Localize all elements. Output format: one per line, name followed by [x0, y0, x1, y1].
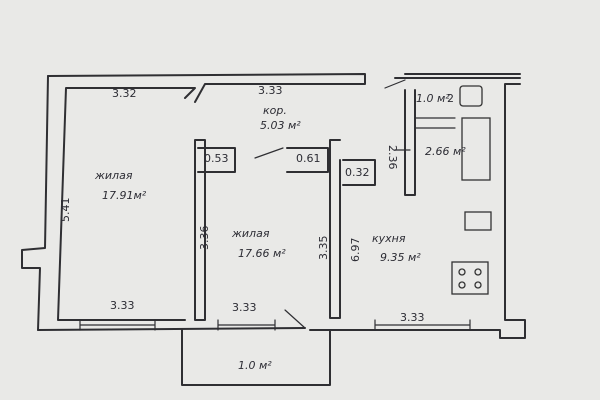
- bathtub: [461, 117, 491, 181]
- mid-room-name: жилая: [232, 227, 270, 240]
- dim-bath2-side: 2.36: [386, 145, 399, 170]
- outer-wall-left: [21, 75, 49, 331]
- corridor-name: кор.: [263, 104, 287, 117]
- kitchen-area: 9.35 м²: [380, 251, 421, 264]
- balcony: [181, 329, 331, 386]
- left-room-area: 17.91м²: [102, 189, 147, 202]
- burner: [474, 268, 482, 276]
- closet-1-walls: [197, 147, 236, 173]
- washbasin: [459, 85, 483, 107]
- door-mid: [284, 309, 306, 329]
- window-left: [79, 319, 156, 331]
- balcony-area: 1.0 м²: [238, 359, 272, 372]
- dim-mid-room-bottom: 3.33: [232, 301, 257, 314]
- dim-left-room-side: 5.41: [59, 197, 72, 223]
- outer-wall: [47, 73, 366, 103]
- bathroom-area: 1.0 м²: [416, 92, 450, 105]
- mid-room-area: 17.66 м²: [238, 247, 286, 260]
- closet-1-area: 0.53: [204, 152, 229, 165]
- top-right-wall: [394, 73, 521, 79]
- burner: [474, 281, 482, 289]
- wall-mid-right: [329, 139, 341, 319]
- inner-wall-left-room: [57, 87, 196, 321]
- dim-left-room-top: 3.32: [112, 87, 137, 100]
- wall-bath-left: [404, 89, 416, 196]
- fridge-or-sink: [464, 211, 492, 231]
- dim-kitchen-left: 6.97: [349, 237, 362, 263]
- entrance-door: [384, 79, 406, 89]
- bath2-area: 2.66 м²: [425, 145, 466, 158]
- bath-door: [414, 117, 456, 129]
- dim-mid-room-left: 3.36: [198, 225, 211, 251]
- closet-2-area: 0.61: [296, 152, 321, 165]
- dim-kitchen-bottom: 3.33: [400, 311, 425, 324]
- left-room-name: жилая: [95, 169, 133, 182]
- closet-2-walls: [286, 147, 329, 173]
- kitchen-wall: [342, 159, 376, 186]
- closet-door: [254, 147, 284, 159]
- dim-corridor-top: 3.33: [258, 84, 283, 97]
- stove: [451, 261, 489, 295]
- bottom-wall: [37, 319, 306, 331]
- burner: [458, 268, 466, 276]
- kitchen-name: кухня: [372, 232, 406, 245]
- burner: [458, 281, 466, 289]
- dim-mid-room-right: 3.35: [317, 235, 330, 261]
- closet-3-area: 0.32: [345, 166, 370, 179]
- window-mid: [217, 319, 276, 331]
- window-kitchen: [374, 319, 471, 331]
- dim-left-room-bottom: 3.33: [110, 299, 135, 312]
- bathroom-number: 2: [447, 92, 454, 105]
- bottom-wall-right: [309, 83, 526, 339]
- corridor-area: 5.03 м²: [260, 119, 301, 132]
- wall-mid-left: [194, 139, 206, 321]
